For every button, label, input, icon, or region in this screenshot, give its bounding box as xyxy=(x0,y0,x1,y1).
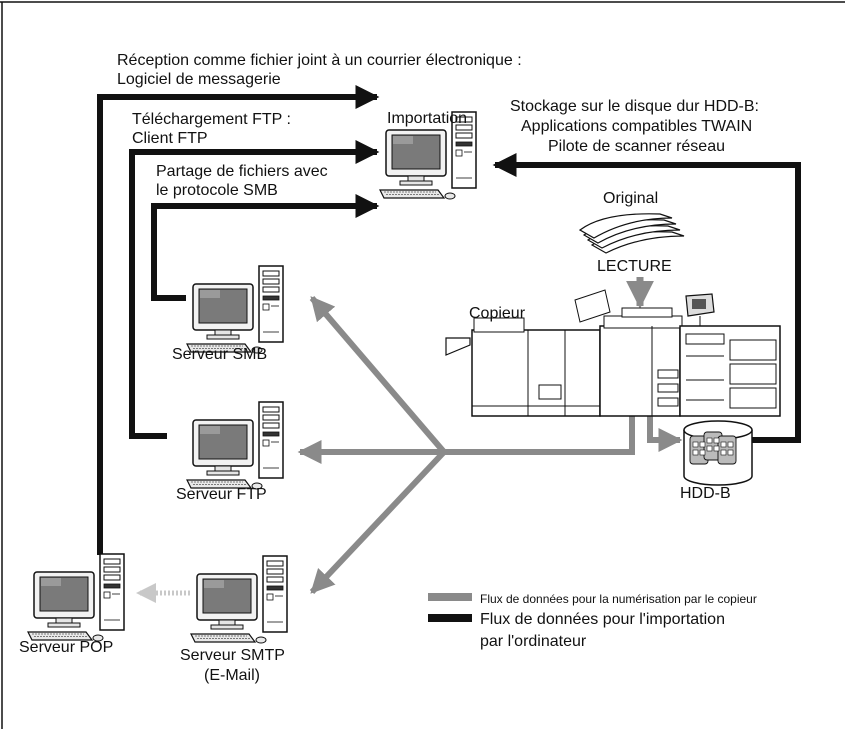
label-email-server-type: (E-Mail) xyxy=(204,667,260,684)
arrow-scan-to-smb xyxy=(309,296,447,454)
legend-label-import-flow: Flux de données pour l'importation xyxy=(480,611,725,628)
label-serveur-pop: Serveur POP xyxy=(19,639,114,656)
label-network-scanner-driver: Pilote de scanner réseau xyxy=(548,138,725,155)
arrow-hdd-import xyxy=(492,153,801,443)
label-importation: Importation xyxy=(387,110,468,127)
legend-swatch-import xyxy=(428,614,472,622)
original-paper-icon xyxy=(578,213,685,254)
label-ftp-client: Client FTP xyxy=(132,130,208,147)
arrow-scan-from-copier xyxy=(444,415,635,455)
label-lecture: LECTURE xyxy=(597,258,672,275)
arrow-scan-to-smtp xyxy=(309,449,447,595)
legend-label-import-flow-cont: par l'ordinateur xyxy=(480,633,587,650)
label-smb-share: Partage de fichiers avec xyxy=(156,163,328,180)
label-email-software: Logiciel de messagerie xyxy=(117,71,281,88)
label-serveur-smtp: Serveur SMTP xyxy=(180,647,285,664)
label-serveur-ftp: Serveur FTP xyxy=(176,486,267,503)
label-original: Original xyxy=(603,190,659,207)
label-ftp-download: Téléchargement FTP : xyxy=(132,111,291,128)
smtp-server-computer-icon xyxy=(190,555,288,644)
pop-server-computer-icon xyxy=(27,553,125,642)
hdd-b-storage-icon xyxy=(683,420,753,486)
smb-server-computer-icon xyxy=(186,265,284,354)
label-smb-protocol: le protocole SMB xyxy=(156,182,278,199)
arrow-email-import xyxy=(97,85,380,555)
copier-machine-icon xyxy=(445,289,781,417)
arrow-scan-to-hdd xyxy=(647,415,683,452)
label-serveur-smb: Serveur SMB xyxy=(172,346,268,363)
legend-swatch-scan xyxy=(428,593,472,601)
label-hdd-storage: Stockage sur le disque dur HDD-B: xyxy=(510,98,759,115)
legend-label-scan-flow: Flux de données pour la numérisation par… xyxy=(480,592,757,606)
ftp-server-computer-icon xyxy=(186,401,284,490)
label-twain-apps: Applications compatibles TWAIN xyxy=(521,118,753,135)
label-hdd-b: HDD-B xyxy=(680,485,731,502)
arrow-ftp-import xyxy=(129,140,380,439)
arrow-smb-import xyxy=(151,194,380,301)
label-email-reception: Réception comme fichier joint à un courr… xyxy=(117,52,522,69)
label-copieur: Copieur xyxy=(469,305,526,322)
